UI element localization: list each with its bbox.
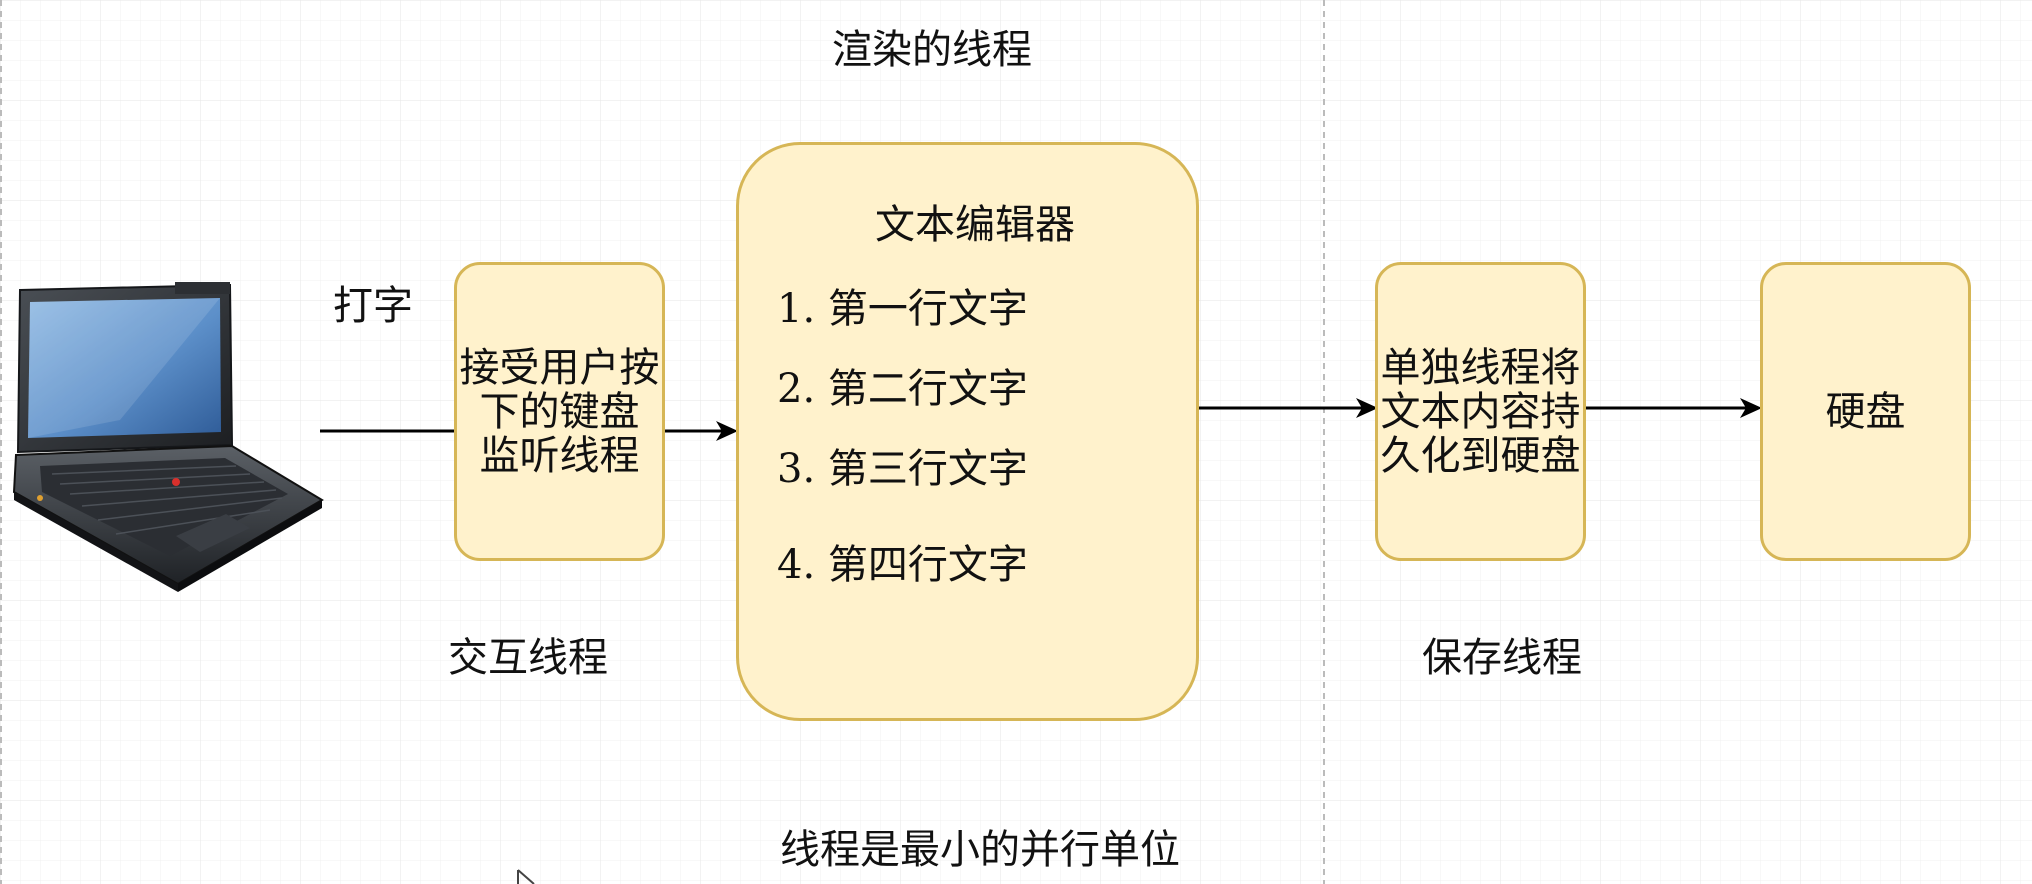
arrow-persist-to-disk bbox=[1584, 398, 1762, 418]
render-thread-label: 渲染的线程 bbox=[832, 27, 1032, 73]
text-editor-title: 文本编辑器 bbox=[875, 202, 1075, 248]
persist-thread-box: 单独线程将 文本内容持 久化到硬盘 bbox=[1375, 262, 1586, 561]
persist-thread-text: 单独线程将 文本内容持 久化到硬盘 bbox=[1380, 344, 1581, 479]
editor-line-3: 3. 第三行文字 bbox=[777, 446, 1028, 492]
interaction-thread-label: 交互线程 bbox=[448, 635, 608, 681]
mouse-cursor-icon bbox=[517, 869, 535, 884]
keyboard-listener-text: 接受用户按 下的键盘 监听线程 bbox=[459, 344, 660, 479]
save-thread-label: 保存线程 bbox=[1422, 635, 1582, 681]
arrow-editor-to-persist bbox=[1198, 398, 1378, 418]
typing-label: 打字 bbox=[333, 283, 413, 329]
disk-box: 硬盘 bbox=[1760, 262, 1971, 561]
footer-label: 线程是最小的并行单位 bbox=[780, 827, 1180, 873]
editor-line-1: 1. 第一行文字 bbox=[777, 286, 1028, 332]
editor-line-4: 4. 第四行文字 bbox=[777, 542, 1028, 588]
editor-line-2: 2. 第二行文字 bbox=[777, 366, 1028, 412]
laptop-icon bbox=[12, 282, 324, 592]
disk-text: 硬盘 bbox=[1825, 388, 1906, 435]
arrow-listener-to-editor bbox=[664, 421, 738, 441]
keyboard-listener-box: 接受用户按 下的键盘 监听线程 bbox=[454, 262, 665, 561]
text-editor-box: 文本编辑器 1. 第一行文字 2. 第二行文字 3. 第三行文字 4. 第四行文… bbox=[736, 142, 1199, 721]
